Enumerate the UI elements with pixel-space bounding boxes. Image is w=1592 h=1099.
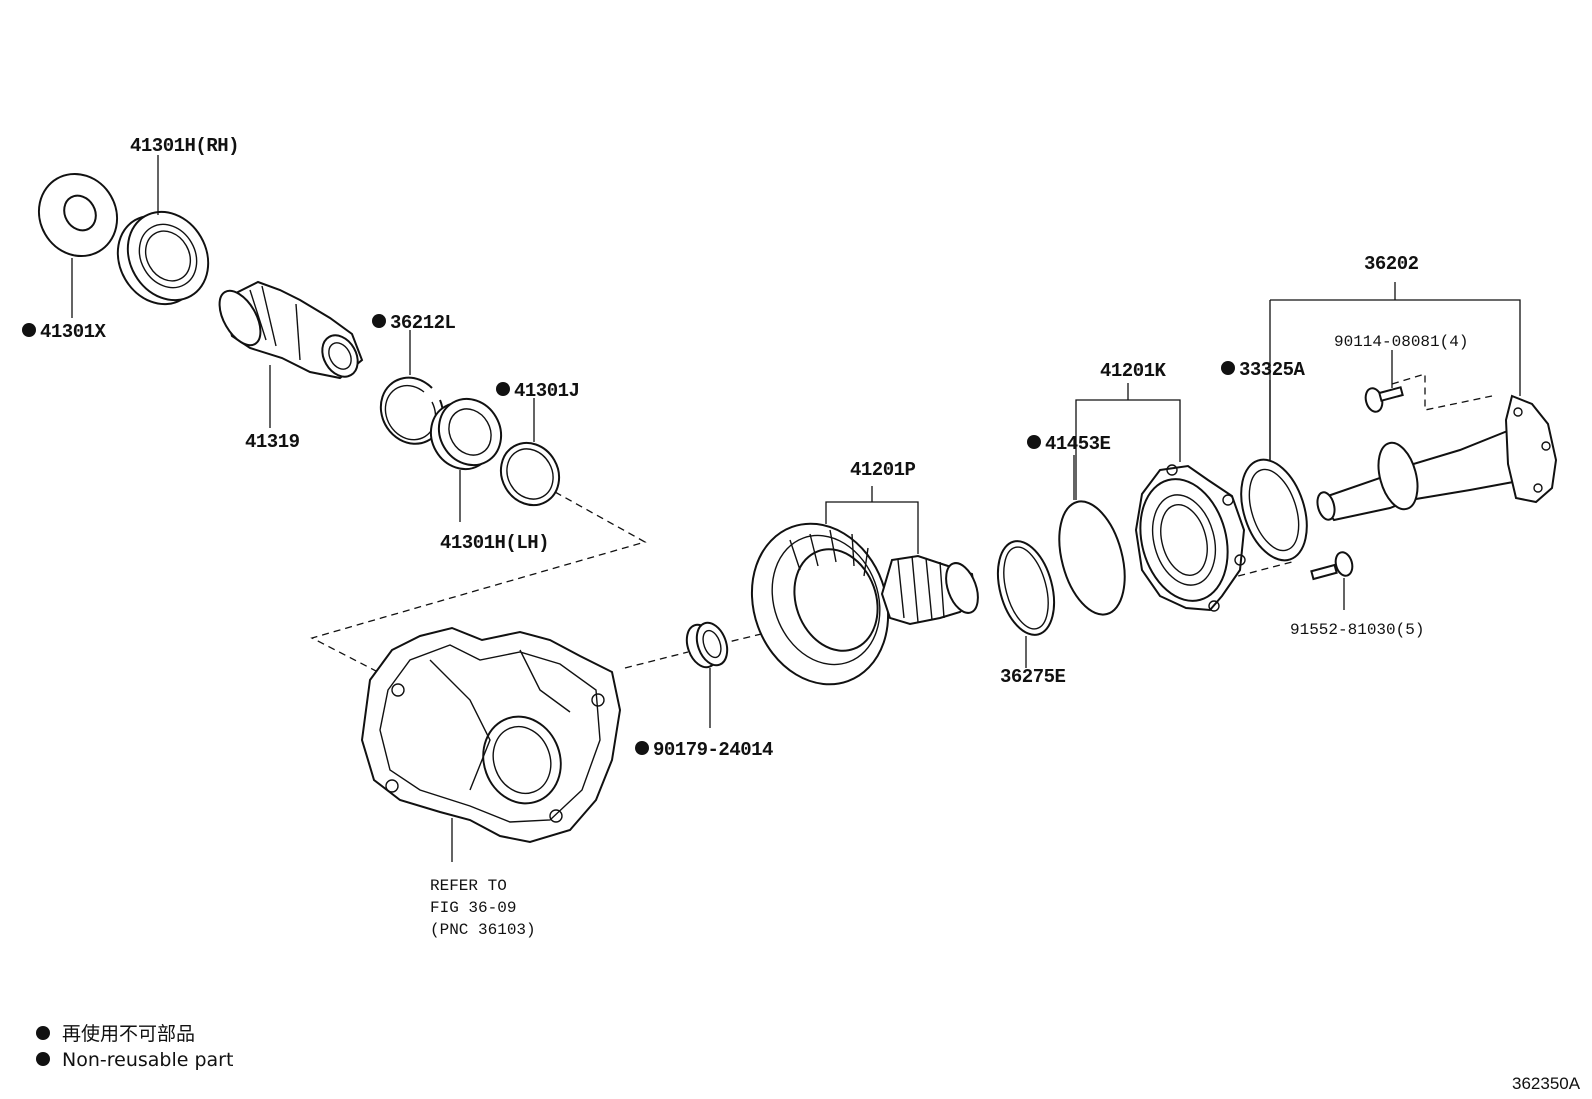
non-reusable-marker	[635, 741, 649, 755]
figure-id: 362350A	[1512, 1074, 1581, 1093]
assembly-line-left	[310, 491, 647, 673]
assembly-line-right	[1391, 373, 1493, 411]
non-reusable-marker	[1221, 361, 1235, 375]
non-reusable-marker	[1027, 435, 1041, 449]
part-41319-shaft	[218, 280, 364, 380]
reference-line-2: FIG 36-09	[430, 899, 516, 917]
assembly-line-center	[624, 651, 689, 669]
label-90114-08081: 90114-08081(4)	[1334, 333, 1468, 351]
label-41453E: 41453E	[1045, 433, 1111, 455]
non-reusable-marker	[22, 323, 36, 337]
part-36275E-o-ring	[996, 540, 1056, 636]
label-41319: 41319	[245, 431, 300, 453]
part-41453E-o-ring	[1058, 500, 1126, 616]
legend-english: Non-reusable part	[62, 1049, 233, 1071]
part-91552-81030-bolt	[1310, 551, 1354, 581]
part-41201P-ring-gear-set	[750, 522, 979, 686]
part-33325A-seal	[1240, 458, 1308, 562]
label-41201P: 41201P	[850, 459, 916, 481]
part-differential-housing	[360, 626, 622, 844]
non-reusable-marker	[372, 314, 386, 328]
reference-line-3: (PNC 36103)	[430, 921, 536, 939]
label-36212L: 36212L	[390, 312, 456, 334]
label-91552-81030: 91552-81030(5)	[1290, 621, 1424, 639]
label-33325A: 33325A	[1239, 359, 1306, 381]
reference-line-1: REFER TO	[430, 877, 507, 895]
non-reusable-marker	[496, 382, 510, 396]
part-36202-output-shaft	[1316, 394, 1558, 522]
label-41301H-LH: 41301H(LH)	[440, 532, 549, 554]
label-41301H-RH: 41301H(RH)	[130, 135, 239, 157]
part-41201K-bearing-housing	[1134, 464, 1246, 612]
label-36275E: 36275E	[1000, 666, 1066, 688]
legend-marker-jp	[36, 1026, 50, 1040]
part-41301J-shim	[499, 441, 561, 507]
part-41301H-RH-bearing	[116, 210, 210, 306]
part-41301X-washer	[37, 172, 119, 258]
legend-japanese: 再使用不可部品	[62, 1023, 195, 1045]
label-41301J: 41301J	[514, 380, 579, 402]
label-41301X: 41301X	[40, 321, 107, 343]
part-41301H-LH-bearing	[429, 397, 503, 471]
part-90114-08081-bolt	[1364, 386, 1404, 413]
label-41201K: 41201K	[1100, 360, 1167, 382]
part-90179-24014-oil-seal	[685, 621, 729, 669]
label-90179-24014: 90179-24014	[653, 739, 773, 761]
label-36202: 36202	[1364, 253, 1419, 275]
legend-marker-en	[36, 1052, 50, 1066]
